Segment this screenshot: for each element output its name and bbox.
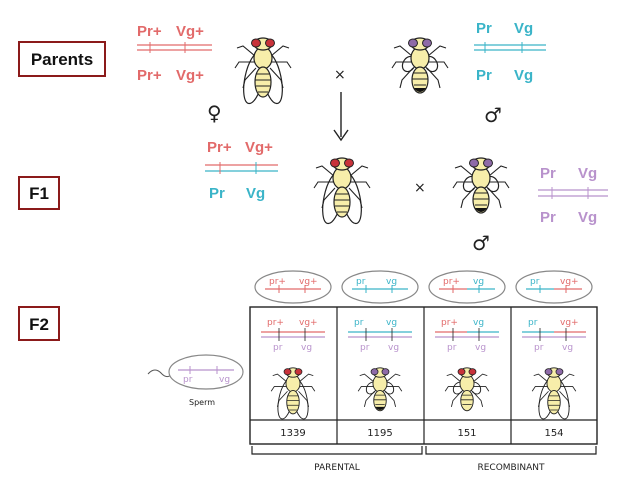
f1-label-box: F1 <box>18 176 60 210</box>
gene-label: Pr <box>209 185 225 202</box>
gamete-gene-label: pr <box>356 277 366 287</box>
gamete-oval: pr vg <box>341 270 419 304</box>
f1-female-genotype: Pr+ Vg+ Pr Vg <box>205 139 278 202</box>
f2-table <box>249 306 598 445</box>
cell-gene-top: vg <box>386 318 397 328</box>
f2-cell-genotype: pr+ vg+ pr vg <box>261 318 325 353</box>
cell-gene-top: vg <box>473 318 484 328</box>
offspring-count: 1339 <box>280 428 305 439</box>
female-symbol: ♀ <box>207 101 222 125</box>
parents-label-box: Parents <box>18 41 106 77</box>
parent-male-genotype: Pr Vg Pr Vg <box>474 20 546 84</box>
gene-label: Vg <box>578 165 597 182</box>
f2-cell-genotype: pr vg+ pr vg <box>522 318 586 353</box>
gamete-gene-label: vg <box>386 277 397 287</box>
gamete-gene-label: pr+ <box>443 277 460 287</box>
gene-label: Pr+ <box>137 67 162 84</box>
cell-gene-bottom: pr <box>360 343 370 353</box>
gamete-oval: pr+ vg <box>428 270 506 304</box>
gamete-oval: pr+ vg+ <box>254 270 332 304</box>
cell-gene-bottom: vg <box>388 343 399 353</box>
f2-label-box: F2 <box>18 306 60 341</box>
gene-label: Pr+ <box>207 139 232 156</box>
cell-gene-bottom: vg <box>475 343 486 353</box>
gamete-gene-label: pr <box>530 277 540 287</box>
gamete-oval: pr vg+ <box>515 270 593 304</box>
cell-gene-bottom: vg <box>562 343 573 353</box>
parental-bracket: PARENTAL <box>251 446 423 473</box>
gene-label: Vg <box>514 67 533 84</box>
f2-label: F2 <box>29 315 49 334</box>
f1-label: F1 <box>29 184 49 203</box>
cell-gene-top: vg+ <box>299 318 318 328</box>
male-symbol: ♂ <box>472 231 490 255</box>
cell-gene-bottom: pr <box>534 343 544 353</box>
gene-label: Pr <box>476 20 492 37</box>
offspring-count: 151 <box>457 428 476 439</box>
offspring-count: 154 <box>544 428 563 439</box>
parent-female-genotype: Pr+ Vg+ Pr+ Vg+ <box>137 23 212 84</box>
f1-male-genotype: Pr Vg Pr Vg <box>538 165 608 226</box>
parental-label: PARENTAL <box>314 463 360 473</box>
sperm-gene: vg <box>219 375 230 385</box>
cell-gene-bottom: pr <box>447 343 457 353</box>
cell-gene-top: pr+ <box>441 318 458 328</box>
cell-gene-bottom: pr <box>273 343 283 353</box>
cell-gene-bottom: vg <box>301 343 312 353</box>
cell-gene-top: pr <box>354 318 364 328</box>
f1-male-fly <box>452 157 510 214</box>
f2-cell-genotype: pr+ vg pr vg <box>435 318 499 353</box>
gene-label: Vg+ <box>176 67 204 84</box>
gene-label: Vg+ <box>245 139 273 156</box>
parent-male-fly <box>391 37 449 94</box>
gene-label: Pr <box>540 165 556 182</box>
parents-label: Parents <box>31 50 93 69</box>
cell-gene-top: pr+ <box>267 318 284 328</box>
cross-symbol: × <box>334 67 346 83</box>
gene-label: Vg+ <box>176 23 204 40</box>
cross-symbol: × <box>414 180 426 196</box>
f2-gamete-row: pr+ vg+ pr vg pr+ vg pr vg+ <box>254 270 593 304</box>
gene-label: Vg <box>578 209 597 226</box>
parent-female-fly <box>234 37 292 106</box>
gamete-gene-label: vg+ <box>560 277 579 287</box>
gene-label: Vg <box>246 185 265 202</box>
cell-gene-top: pr <box>528 318 538 328</box>
gamete-gene-label: pr+ <box>269 277 286 287</box>
f2-cells: pr+ vg+ pr vg 1339 pr vg pr vg 1195 pr+ vg pr vg 151 pr… <box>261 318 586 439</box>
gene-label: Pr <box>476 67 492 84</box>
cell-gene-top: vg+ <box>560 318 579 328</box>
recombinant-label: RECOMBINANT <box>477 463 545 473</box>
gene-label: Pr <box>540 209 556 226</box>
offspring-count: 1195 <box>367 428 392 439</box>
gamete-gene-label: vg+ <box>299 277 318 287</box>
gene-label: Pr+ <box>137 23 162 40</box>
sperm-label: Sperm <box>189 398 215 407</box>
gamete-gene-label: vg <box>473 277 484 287</box>
f2-cell-genotype: pr vg pr vg <box>348 318 412 353</box>
gene-label: Vg <box>514 20 533 37</box>
down-arrow <box>333 92 349 142</box>
male-symbol: ♂ <box>484 103 502 127</box>
sperm-gene: pr <box>183 375 193 385</box>
f1-female-fly <box>313 157 371 226</box>
recombinant-bracket: RECOMBINANT <box>425 446 597 473</box>
sperm: pr vg Sperm <box>147 354 244 407</box>
